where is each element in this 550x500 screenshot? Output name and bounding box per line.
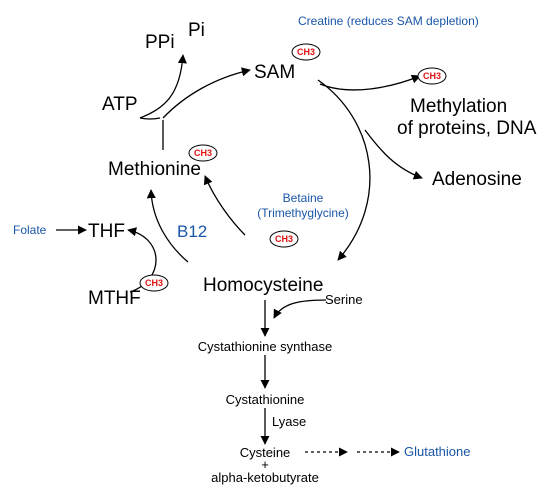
alpha-ketobutyrate-label: alpha-ketobutyrate — [211, 470, 319, 485]
plus-label: + — [261, 457, 269, 472]
serine-label: Serine — [325, 292, 363, 307]
methylation-label-line2: of proteins, DNA — [397, 118, 537, 139]
adenosine-label: Adenosine — [432, 169, 522, 190]
methionine-label: Methionine — [108, 159, 201, 180]
thf-label: THF — [88, 221, 125, 242]
betaine-note-line1: Betaine — [283, 191, 324, 205]
mthf-label: MTHF — [88, 288, 141, 309]
ch3-badge-methylation-text: CH3 — [423, 71, 441, 81]
creatine-note: Creatine (reduces SAM depletion) — [298, 14, 479, 28]
sam-label: SAM — [254, 62, 295, 83]
arrow-to-adenosine — [364, 129, 423, 180]
arrow-atp-to-sam — [162, 67, 251, 119]
arrow-betaine-to-methionine — [203, 175, 246, 236]
ch3-badge-betaine-text: CH3 — [275, 234, 293, 244]
ch3-badge-mthf: CH3 — [139, 274, 169, 292]
ch3-badge-sam: CH3 — [291, 43, 321, 61]
ch3-badge-mthf-text: CH3 — [145, 278, 163, 288]
atp-label: ATP — [102, 94, 138, 115]
methylation-label-line1: Methylation — [410, 96, 507, 117]
ch3-badge-methionine-text: CH3 — [194, 148, 212, 158]
arrow-to-ppi-pi — [139, 54, 187, 119]
arrow-atp-hook — [139, 117, 161, 120]
ppi-label: PPi — [145, 32, 175, 53]
b12-note: B12 — [177, 222, 207, 241]
ch3-badge-methionine: CH3 — [188, 144, 218, 162]
arrow-to-methylation — [319, 74, 421, 91]
cystathionine-synthase-label: Cystathionine synthase — [198, 339, 332, 354]
arrow-sam-to-homocysteine — [317, 79, 371, 261]
ch3-badge-sam-text: CH3 — [297, 47, 315, 57]
arrow-mthf-to-thf — [127, 227, 157, 293]
pi-label: Pi — [188, 20, 205, 41]
cystathionine-label: Cystathionine — [226, 392, 305, 407]
arrow-serine-to-synthase — [273, 299, 327, 319]
glutathione-label: Glutathione — [404, 444, 471, 459]
lyase-label: Lyase — [272, 414, 306, 429]
betaine-note-line2: (Trimethyglycine) — [257, 206, 349, 220]
ch3-badge-methylation: CH3 — [417, 67, 447, 85]
cysteine-label: Cysteine — [240, 445, 291, 460]
arrow-homocysteine-to-methionine — [146, 189, 189, 263]
homocysteine-label: Homocysteine — [203, 275, 323, 296]
ch3-badge-betaine: CH3 — [269, 230, 299, 248]
folate-note: Folate — [13, 223, 47, 237]
